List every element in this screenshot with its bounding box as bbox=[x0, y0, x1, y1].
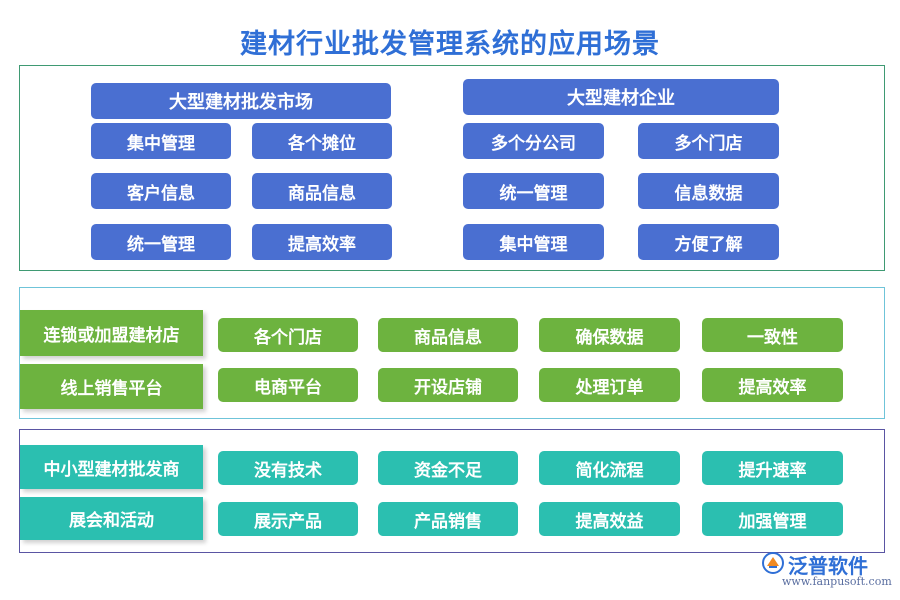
item-increase-speed: 提升速率 bbox=[702, 451, 843, 485]
header-exhibitions-events: 展会和活动 bbox=[20, 497, 203, 540]
item-multiple-stores: 多个门店 bbox=[638, 123, 779, 159]
item-ecommerce-platform: 电商平台 bbox=[218, 368, 358, 402]
item-each-stall: 各个摊位 bbox=[252, 123, 392, 159]
header-large-enterprise: 大型建材企业 bbox=[463, 79, 779, 115]
item-multiple-branches: 多个分公司 bbox=[463, 123, 604, 159]
page-title: 建材行业批发管理系统的应用场景 bbox=[240, 29, 660, 60]
item-simplify-process: 简化流程 bbox=[539, 451, 680, 485]
item-open-shop: 开设店铺 bbox=[378, 368, 518, 402]
item-info-data: 信息数据 bbox=[638, 173, 779, 209]
item-process-orders: 处理订单 bbox=[539, 368, 680, 402]
header-online-sales-platform: 线上销售平台 bbox=[20, 364, 203, 409]
header-chain-franchise-store: 连锁或加盟建材店 bbox=[20, 310, 203, 356]
item-customer-info: 客户信息 bbox=[91, 173, 231, 209]
item-no-technology: 没有技术 bbox=[218, 451, 358, 485]
brand-name: 泛普软件 bbox=[788, 554, 868, 578]
item-display-products: 展示产品 bbox=[218, 502, 358, 536]
item-centralized-management-2: 集中管理 bbox=[463, 224, 604, 260]
item-insufficient-funds: 资金不足 bbox=[378, 451, 518, 485]
item-improve-efficiency-2: 提高效率 bbox=[702, 368, 843, 402]
item-easy-understanding: 方便了解 bbox=[638, 224, 779, 260]
item-each-store: 各个门店 bbox=[218, 318, 358, 352]
item-product-info-2: 商品信息 bbox=[378, 318, 518, 352]
item-strengthen-management: 加强管理 bbox=[702, 502, 843, 536]
item-unified-management-2: 统一管理 bbox=[463, 173, 604, 209]
item-product-sales: 产品销售 bbox=[378, 502, 518, 536]
item-product-info: 商品信息 bbox=[252, 173, 392, 209]
item-ensure-data: 确保数据 bbox=[539, 318, 680, 352]
brand-mark-icon bbox=[762, 552, 784, 574]
item-centralized-management: 集中管理 bbox=[91, 123, 231, 159]
header-small-medium-wholesaler: 中小型建材批发商 bbox=[20, 445, 203, 489]
item-unified-management: 统一管理 bbox=[91, 224, 231, 260]
item-improve-efficiency: 提高效率 bbox=[252, 224, 392, 260]
header-large-wholesale-market: 大型建材批发市场 bbox=[91, 83, 391, 119]
item-improve-benefits: 提高效益 bbox=[539, 502, 680, 536]
brand-url: www.fanpusoft.com bbox=[782, 575, 892, 588]
brand-logo: 泛普软件 www.fanpusoft.com bbox=[762, 550, 892, 590]
item-consistency: 一致性 bbox=[702, 318, 843, 352]
